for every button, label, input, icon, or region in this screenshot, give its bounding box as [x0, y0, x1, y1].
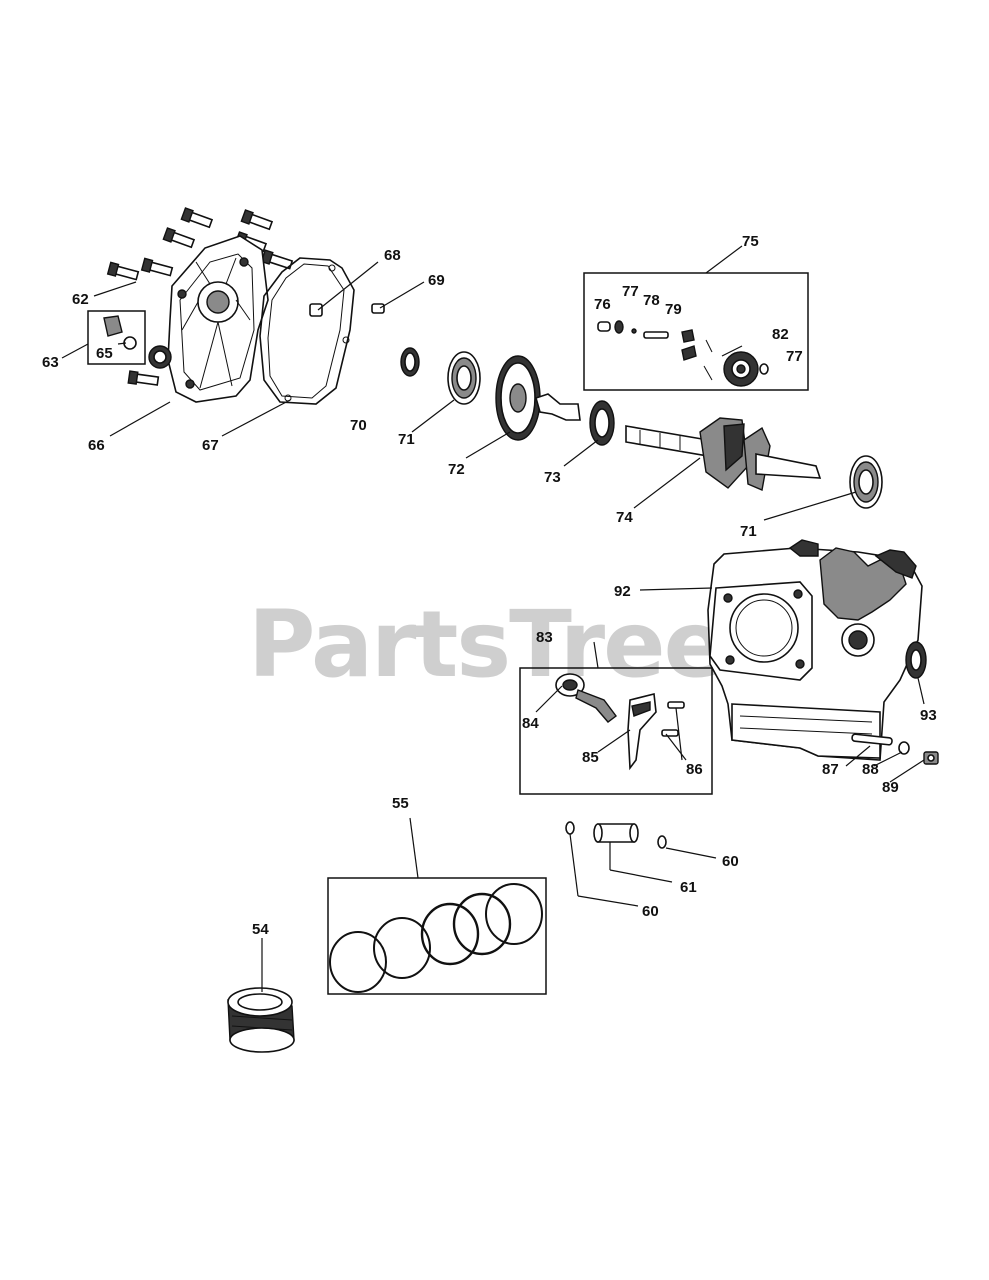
inset-box-55 — [327, 877, 547, 995]
callout-60-right: 60 — [722, 853, 739, 870]
governor-gear-82 — [723, 351, 759, 387]
wrist-pin-61 — [593, 823, 639, 843]
cylinder-block-92 — [707, 539, 923, 761]
callout-88: 88 — [862, 761, 879, 778]
callout-74: 74 — [616, 509, 633, 526]
rod-bolts-86 — [661, 701, 685, 737]
callout-55: 55 — [392, 795, 409, 812]
callout-68: 68 — [384, 247, 401, 264]
inset-box-75 — [583, 272, 809, 391]
dowel-pin-68 — [309, 303, 323, 317]
callout-labels: 62 63 65 66 67 68 69 70 71 72 73 74 75 7… — [42, 233, 937, 938]
callout-67: 67 — [202, 437, 219, 454]
ball-bearing-71-right — [849, 455, 883, 509]
callout-75: 75 — [742, 233, 759, 250]
dipstick-cap — [103, 315, 137, 350]
governor-part-76 — [597, 321, 611, 332]
clip-78 — [631, 328, 637, 334]
drain-plug-89 — [923, 751, 939, 765]
callout-71-right: 71 — [740, 523, 757, 540]
dowel-pin-69 — [371, 303, 385, 314]
watermark: PartsTree — [248, 591, 724, 698]
callout-69: 69 — [428, 272, 445, 289]
callout-84: 84 — [522, 715, 539, 732]
washer-88 — [898, 741, 910, 755]
crankshaft-74 — [625, 417, 822, 491]
callout-78: 78 — [643, 292, 660, 309]
callout-62: 62 — [72, 291, 89, 308]
callout-70: 70 — [350, 417, 367, 434]
callout-92: 92 — [614, 583, 631, 600]
callout-87: 87 — [822, 761, 839, 778]
washer-77 — [614, 320, 624, 334]
governor-shaft-79 — [643, 331, 669, 339]
leader-lines — [61, 245, 925, 992]
callout-89: 89 — [882, 779, 899, 796]
crankcase-cover-group — [87, 207, 294, 403]
callout-77-a: 77 — [622, 283, 639, 300]
oil-seal-70 — [400, 347, 420, 377]
gasket-67 — [259, 257, 355, 405]
callout-54: 54 — [252, 921, 269, 938]
callout-61: 61 — [680, 879, 697, 896]
callout-60-left: 60 — [642, 903, 659, 920]
callout-73: 73 — [544, 469, 561, 486]
callout-86: 86 — [686, 761, 703, 778]
piston-rings-55 — [329, 883, 543, 993]
oil-seal-65 — [148, 345, 172, 369]
piston-clip-60-left — [565, 821, 575, 835]
connecting-rod-84 — [555, 673, 617, 723]
governor-parts — [597, 320, 769, 387]
piston-54 — [227, 987, 295, 1053]
callout-76: 76 — [594, 296, 611, 313]
callout-82: 82 — [772, 326, 789, 343]
ball-bearing-71-left — [447, 351, 481, 405]
pin-87 — [851, 733, 893, 746]
inset-box-63 — [87, 310, 146, 365]
oil-seal-93 — [905, 641, 927, 679]
callout-93: 93 — [920, 707, 937, 724]
callout-77-b: 77 — [786, 348, 803, 365]
governor-weights — [681, 329, 713, 381]
camshaft-gear-72 — [495, 355, 581, 441]
bolt-set-62 — [106, 207, 294, 386]
callout-83: 83 — [536, 629, 553, 646]
rod-cap-85 — [627, 693, 657, 771]
piston-clip-60-right — [657, 835, 667, 849]
washer-77b — [759, 363, 769, 375]
callout-72: 72 — [448, 461, 465, 478]
callout-66: 66 — [88, 437, 105, 454]
callout-65: 65 — [96, 345, 113, 362]
inset-box-83 — [519, 667, 713, 795]
crank-gear-73 — [589, 400, 615, 446]
callout-71-left: 71 — [398, 431, 415, 448]
callout-85: 85 — [582, 749, 599, 766]
callout-63: 63 — [42, 354, 59, 371]
callout-79: 79 — [665, 301, 682, 318]
crankcase-cover — [167, 235, 269, 403]
